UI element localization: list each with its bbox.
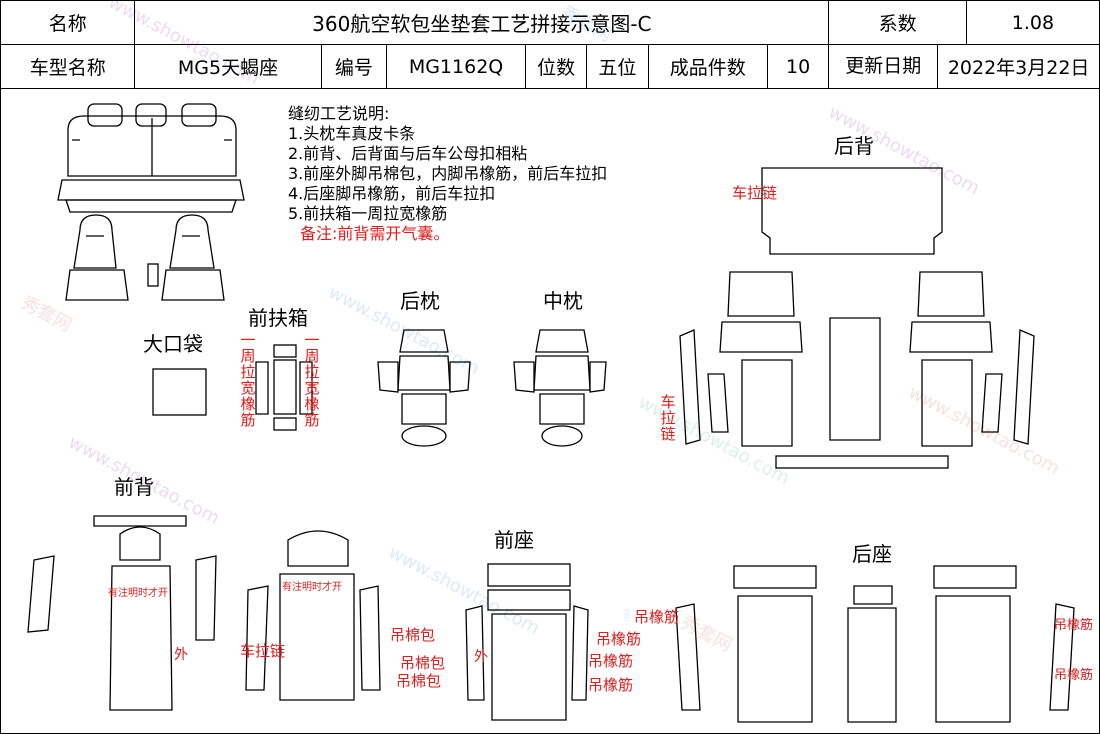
front-seat-shapes <box>465 563 589 721</box>
name-label: 名称 <box>0 0 136 45</box>
elastic-note-rear: 吊橡筋 <box>1054 668 1094 683</box>
outer-note-front-seat: 外 <box>474 649 488 665</box>
rear-headrest-shapes <box>377 329 471 447</box>
notes-title: 缝纫工艺说明: <box>288 104 390 123</box>
rear-seat-shapes <box>675 565 1075 723</box>
header-table: 名称 360航空软包坐垫套工艺拼接示意图-C 系数 1.08 车型名称 MG5天… <box>0 0 1100 89</box>
front-seats-thumbnail <box>65 214 225 301</box>
airbag-note-left: 有注明时才开 <box>108 588 168 599</box>
date-cell: 更新日期 2022年3月22日 <box>828 44 1100 89</box>
section-front-seat: 前座 <box>494 528 534 552</box>
coef-label: 系数 <box>828 0 967 45</box>
cotton-pack-note: 吊棉包 <box>390 626 436 644</box>
model-label: 车型名称 <box>0 44 136 89</box>
armrest-elastic-note-left: 一周拉宽橡筋 <box>240 331 256 429</box>
code-value: MG1162Q <box>386 44 526 89</box>
pieces-label: 成品件数 <box>647 44 768 89</box>
note-item: 1.头枕车真皮卡条 <box>288 124 416 143</box>
note-item: 5.前扶箱一周拉宽橡筋 <box>288 204 448 223</box>
page-title: 360航空软包坐垫套工艺拼接示意图-C <box>134 0 830 45</box>
middle-headrest-shapes <box>513 329 607 447</box>
sewing-notes: 缝纫工艺说明: 1.头枕车真皮卡条 2.前背、后背面与后车公母扣相粘 3.前座外… <box>288 104 607 244</box>
note-item: 3.前座外脚吊棉包，内脚吊橡筋，前后车拉扣 <box>288 164 608 183</box>
elastic-note: 吊橡筋 <box>596 630 642 648</box>
section-rear-headrest: 后枕 <box>400 289 440 313</box>
section-front-back: 前背 <box>114 475 154 499</box>
section-big-pocket: 大口袋 <box>143 332 203 356</box>
airbag-note-right: 有注明时才开 <box>282 582 342 593</box>
seats-value: 五位 <box>586 44 649 89</box>
pieces-value: 10 <box>766 44 830 89</box>
front-back-zipper-note: 车拉链 <box>240 642 286 660</box>
rear-bench-thumbnail <box>57 103 245 213</box>
front-armrest-shapes <box>255 344 313 431</box>
coef-value: 1.08 <box>965 0 1100 45</box>
note-item: 2.前背、后背面与后车公母扣相粘 <box>288 144 528 163</box>
cotton-pack-note: 吊棉包 <box>396 672 442 690</box>
elastic-note: 吊橡筋 <box>588 652 634 670</box>
section-rear-back: 后背 <box>834 134 874 158</box>
front-back-shapes <box>27 515 381 711</box>
elastic-note: 吊橡筋 <box>588 676 634 694</box>
code-label: 编号 <box>320 44 388 89</box>
seats-label: 位数 <box>524 44 588 89</box>
section-rear-seat: 后座 <box>852 542 892 566</box>
elastic-note: 吊橡筋 <box>634 608 680 626</box>
notes-remark: 备注:前背需开气囊。 <box>300 224 450 243</box>
elastic-note-rear: 吊橡筋 <box>1054 618 1094 633</box>
big-pocket-shape <box>152 368 207 416</box>
zipper-note-vertical: 车拉链 <box>660 393 676 443</box>
outer-note-front-back: 外 <box>174 647 188 663</box>
note-item: 4.后座脚吊橡筋，前后车拉扣 <box>288 184 496 203</box>
model-value: MG5天蝎座 <box>134 44 322 89</box>
zipper-note: 车拉链 <box>732 184 778 202</box>
date-value: 2022年3月22日 <box>947 57 1090 79</box>
cotton-pack-note: 吊棉包 <box>400 654 446 672</box>
rear-back-shapes <box>679 167 1035 469</box>
armrest-elastic-note-right: 一周拉宽橡筋 <box>304 331 320 429</box>
section-middle-headrest: 中枕 <box>543 289 583 313</box>
date-label: 更新日期 <box>829 45 939 88</box>
section-front-armrest: 前扶箱 <box>248 306 308 330</box>
